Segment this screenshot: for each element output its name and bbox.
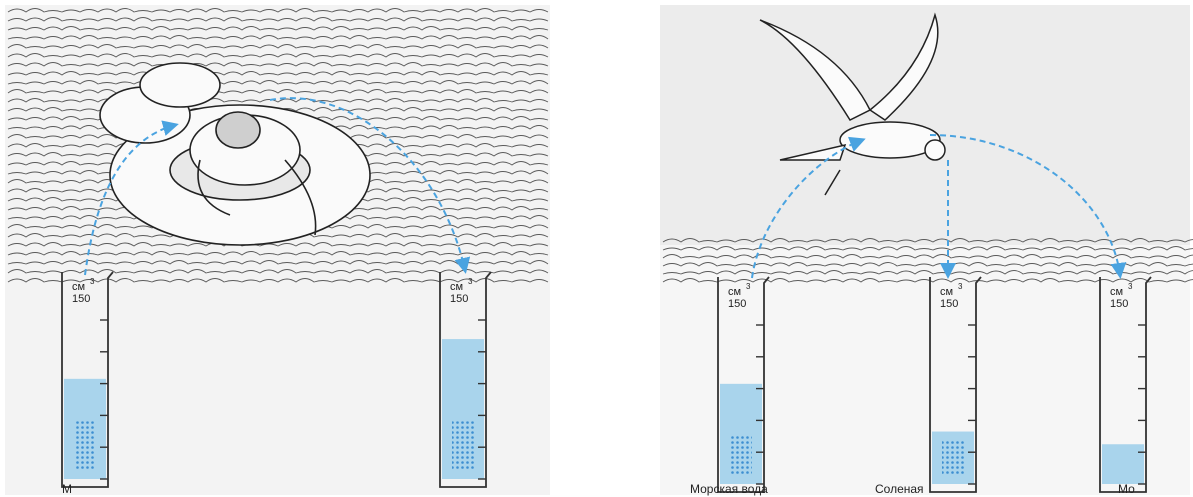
salt-dots xyxy=(942,439,964,474)
max-value-label: 150 xyxy=(940,298,958,310)
unit-power: 3 xyxy=(958,282,963,291)
max-value-label: 150 xyxy=(1110,298,1128,310)
right-caption-2: Соленая xyxy=(875,482,924,496)
unit-label: см xyxy=(450,281,463,293)
unit-power: 3 xyxy=(468,277,473,286)
unit-label: см xyxy=(1110,286,1123,298)
unit-power: 3 xyxy=(746,282,751,291)
right-caption-3: Мо xyxy=(1118,482,1135,496)
unit-label: см xyxy=(728,286,741,298)
max-value-label: 150 xyxy=(728,298,746,310)
salt-dots xyxy=(452,421,474,469)
left-caption-1: М xyxy=(62,482,72,496)
max-value-label: 150 xyxy=(72,293,90,305)
salt-dots xyxy=(730,434,752,474)
leg-right xyxy=(140,63,220,107)
unit-power: 3 xyxy=(90,277,95,286)
salt-dots xyxy=(74,421,96,469)
unit-power: 3 xyxy=(1128,282,1133,291)
seagull-head xyxy=(925,140,945,160)
liquid-fill xyxy=(1102,444,1144,484)
head xyxy=(216,112,260,148)
max-value-label: 150 xyxy=(450,293,468,305)
right-caption-1: Морская вода xyxy=(690,482,768,496)
unit-label: см xyxy=(940,286,953,298)
unit-label: см xyxy=(72,281,85,293)
